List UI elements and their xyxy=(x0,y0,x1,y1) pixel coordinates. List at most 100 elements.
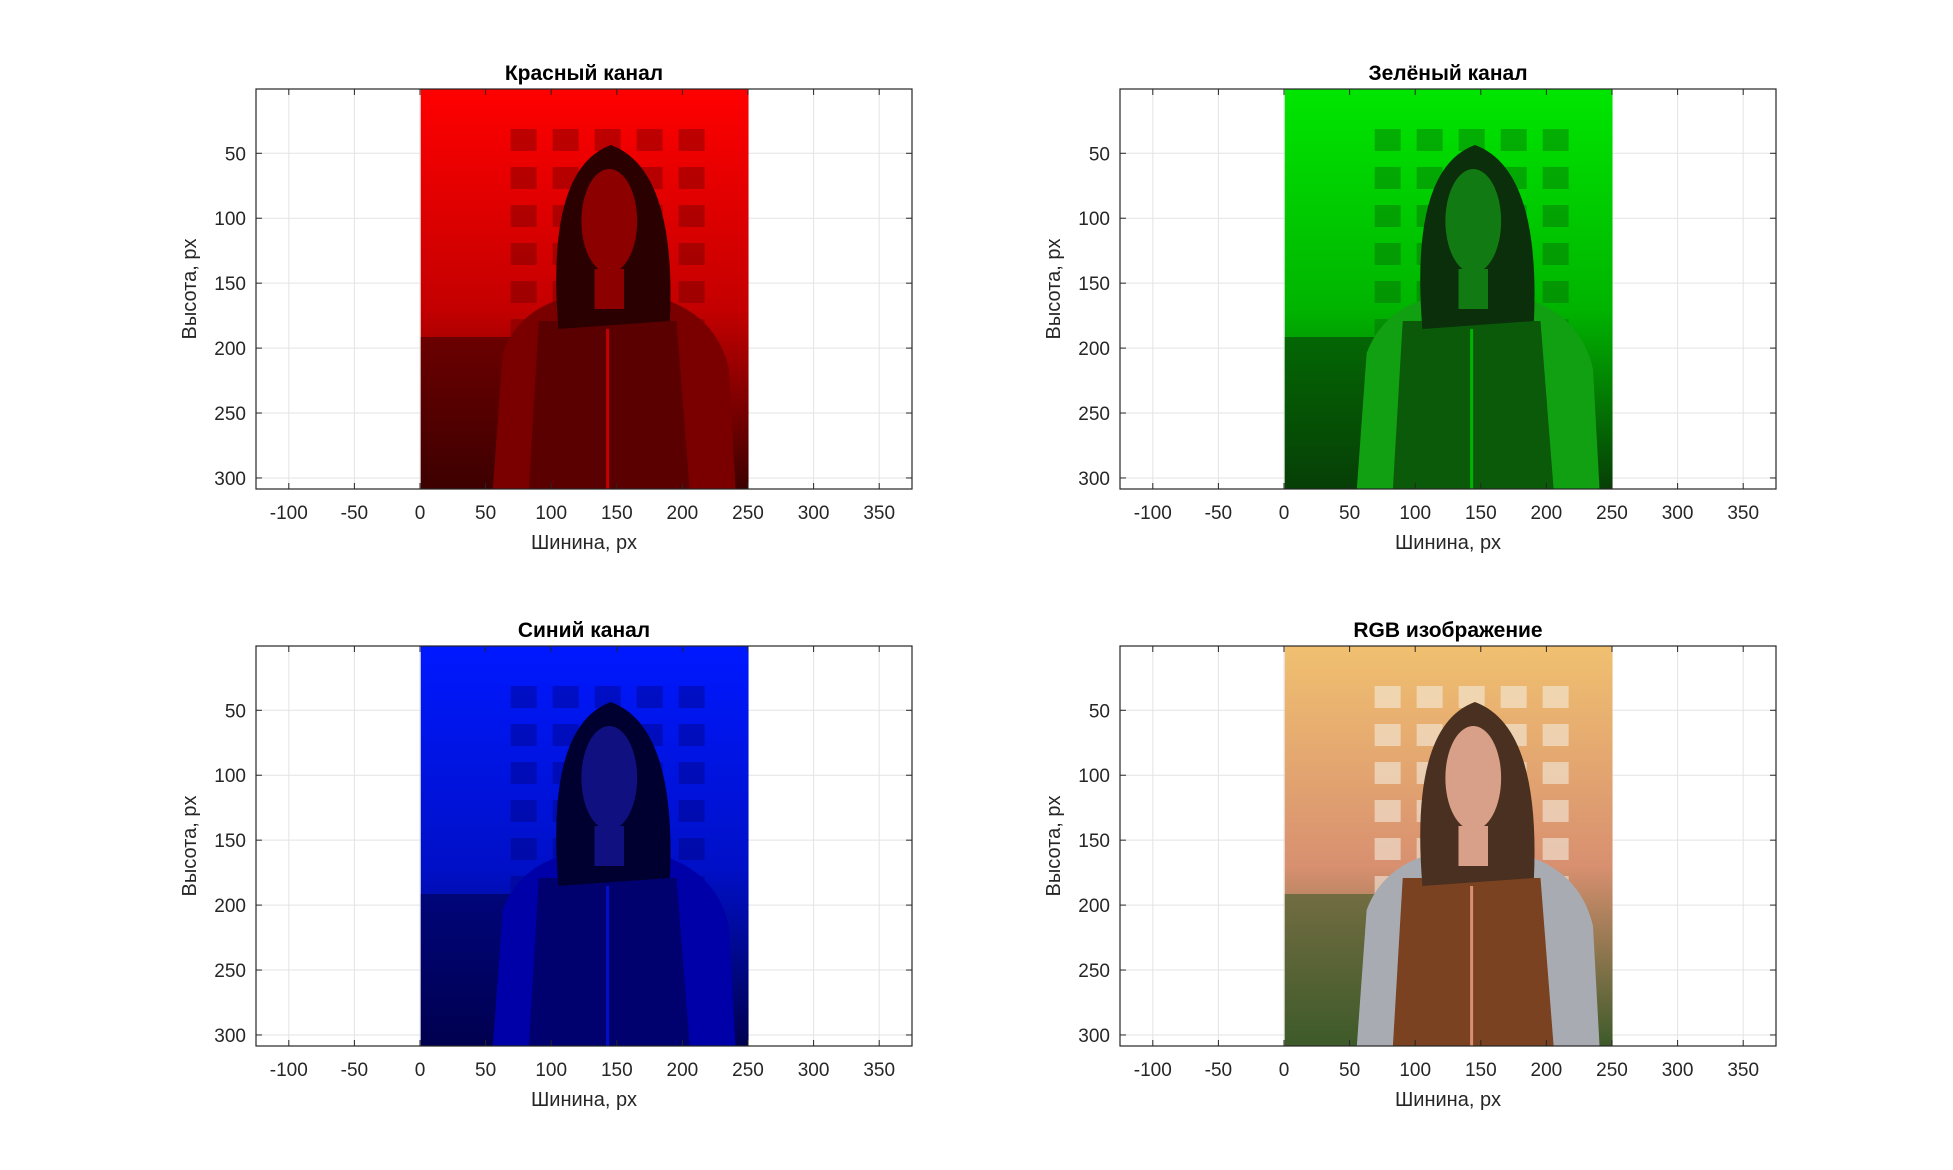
x-tick-label: 300 xyxy=(798,1060,830,1081)
portrait-jacket-body xyxy=(528,321,690,489)
x-tick-label: 100 xyxy=(535,1060,567,1081)
y-tick-label: 50 xyxy=(225,701,246,722)
y-tick-label: 300 xyxy=(1078,1026,1110,1047)
portrait-face xyxy=(581,169,638,273)
y-tick-label: 100 xyxy=(214,209,246,230)
x-tick-label: 250 xyxy=(1596,503,1628,524)
x-tick-label: 250 xyxy=(1596,1060,1628,1081)
x-tick-label: 0 xyxy=(1279,503,1290,524)
x-tick-label: 100 xyxy=(535,503,567,524)
chart-title: RGB изображение xyxy=(1353,619,1542,642)
axes-frame xyxy=(1119,88,1777,490)
y-tick-label: 100 xyxy=(1078,766,1110,787)
y-tick-label: 250 xyxy=(214,961,246,982)
x-tick-label: -100 xyxy=(1134,1060,1172,1081)
y-tick-label: 300 xyxy=(214,1026,246,1047)
x-axis-label: Шинина, px xyxy=(531,1089,637,1111)
channel-image-blue xyxy=(420,646,749,1046)
x-tick-label: 150 xyxy=(1465,503,1497,524)
y-tick-label: 150 xyxy=(214,274,246,295)
x-tick-label: 100 xyxy=(1399,1060,1431,1081)
portrait-neck xyxy=(1458,269,1489,309)
y-tick-label: 50 xyxy=(225,144,246,165)
y-axis-label: Высота, px xyxy=(1043,239,1065,340)
portrait-face xyxy=(581,726,638,830)
channel-image-red xyxy=(420,89,749,489)
x-tick-label: 300 xyxy=(1662,503,1694,524)
x-tick-label: 250 xyxy=(732,503,764,524)
x-axis-label: Шинина, px xyxy=(531,532,637,554)
x-tick-label: 50 xyxy=(475,1060,496,1081)
x-axis-label: Шинина, px xyxy=(1395,532,1501,554)
x-axis-label: Шинина, px xyxy=(1395,1089,1501,1111)
chart-title: Зелёный канал xyxy=(1368,62,1527,85)
x-tick-label: 200 xyxy=(667,503,699,524)
x-tick-label: 50 xyxy=(475,503,496,524)
chart-panel-red: -100 -50 0 50 100 150 200 250 300 350 50 100 150 200 2… xyxy=(179,62,913,554)
chart-panel-rgb: -100 -50 0 50 100 150 200 250 300 350 50 100 150 200 2… xyxy=(1043,619,1777,1111)
x-tick-label: 50 xyxy=(1339,503,1360,524)
x-tick-label: 250 xyxy=(732,1060,764,1081)
y-tick-label: 50 xyxy=(1089,144,1110,165)
y-tick-label: 200 xyxy=(1078,339,1110,360)
portrait-face xyxy=(1445,726,1502,830)
y-tick-label: 250 xyxy=(214,404,246,425)
y-axis-label: Высота, px xyxy=(179,239,201,340)
y-tick-label: 150 xyxy=(214,831,246,852)
axes-frame xyxy=(255,645,913,1047)
x-tick-label: 100 xyxy=(1399,503,1431,524)
x-tick-label: -50 xyxy=(341,1060,368,1081)
x-tick-label: 200 xyxy=(1531,503,1563,524)
x-tick-label: 350 xyxy=(1727,503,1759,524)
axes-frame xyxy=(255,88,913,490)
x-tick-label: -100 xyxy=(1134,503,1172,524)
x-tick-label: 350 xyxy=(863,503,895,524)
y-axis-label: Высота, px xyxy=(1043,796,1065,897)
portrait-jacket-body xyxy=(528,878,690,1046)
y-tick-label: 250 xyxy=(1078,961,1110,982)
x-tick-label: 0 xyxy=(415,503,426,524)
chart-panel-green: -100 -50 0 50 100 150 200 250 300 350 50 100 150 200 2… xyxy=(1043,62,1777,554)
x-tick-label: 150 xyxy=(601,1060,633,1081)
x-tick-label: 350 xyxy=(1727,1060,1759,1081)
portrait-neck xyxy=(594,826,625,866)
x-tick-label: 300 xyxy=(1662,1060,1694,1081)
y-tick-label: 150 xyxy=(1078,831,1110,852)
x-tick-label: 200 xyxy=(667,1060,699,1081)
x-tick-label: 0 xyxy=(1279,1060,1290,1081)
y-tick-label: 300 xyxy=(1078,469,1110,490)
chart-title: Синий канал xyxy=(518,619,650,642)
y-tick-label: 150 xyxy=(1078,274,1110,295)
y-tick-label: 200 xyxy=(214,339,246,360)
portrait-neck xyxy=(594,269,625,309)
y-tick-label: 200 xyxy=(1078,896,1110,917)
x-tick-label: -50 xyxy=(1205,503,1232,524)
x-tick-label: 350 xyxy=(863,1060,895,1081)
y-tick-label: 300 xyxy=(214,469,246,490)
x-tick-label: 0 xyxy=(415,1060,426,1081)
x-tick-label: 300 xyxy=(798,503,830,524)
chart-panel-blue: -100 -50 0 50 100 150 200 250 300 350 50 100 150 200 2… xyxy=(179,619,913,1111)
x-tick-label: -50 xyxy=(341,503,368,524)
portrait-face xyxy=(1445,169,1502,273)
y-tick-label: 200 xyxy=(214,896,246,917)
x-tick-label: 200 xyxy=(1531,1060,1563,1081)
y-axis-label: Высота, px xyxy=(179,796,201,897)
portrait-jacket-body xyxy=(1392,878,1554,1046)
chart-title: Красный канал xyxy=(505,62,663,85)
x-tick-label: -50 xyxy=(1205,1060,1232,1081)
x-tick-label: 150 xyxy=(601,503,633,524)
y-tick-label: 100 xyxy=(214,766,246,787)
y-tick-label: 50 xyxy=(1089,701,1110,722)
portrait-jacket-body xyxy=(1392,321,1554,489)
x-tick-label: -100 xyxy=(270,1060,308,1081)
x-tick-label: 50 xyxy=(1339,1060,1360,1081)
x-tick-label: 150 xyxy=(1465,1060,1497,1081)
y-tick-label: 100 xyxy=(1078,209,1110,230)
portrait-neck xyxy=(1458,826,1489,866)
y-tick-label: 250 xyxy=(1078,404,1110,425)
axes-frame xyxy=(1119,645,1777,1047)
x-tick-label: -100 xyxy=(270,503,308,524)
channel-image-rgb xyxy=(1284,646,1613,1046)
